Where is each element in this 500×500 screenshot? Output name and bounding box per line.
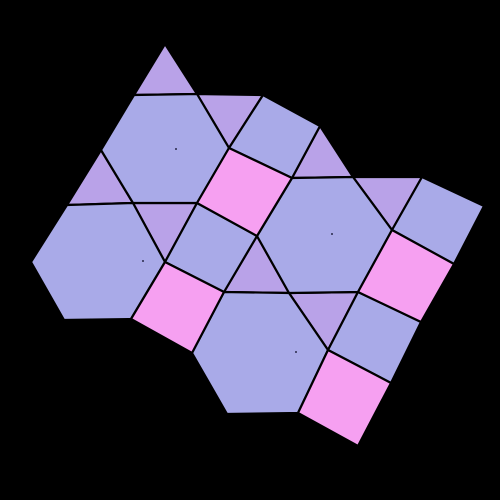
square-tile-pink bbox=[356, 228, 456, 324]
square-tile-pink bbox=[129, 260, 226, 355]
hexagon-center-mark bbox=[142, 260, 144, 262]
hexagon-center-mark bbox=[175, 148, 177, 150]
hexagon-center-mark bbox=[331, 233, 333, 235]
square-tile-pink bbox=[296, 348, 393, 448]
square-tile-pink bbox=[195, 146, 294, 238]
hexagon-center-mark bbox=[295, 351, 297, 353]
